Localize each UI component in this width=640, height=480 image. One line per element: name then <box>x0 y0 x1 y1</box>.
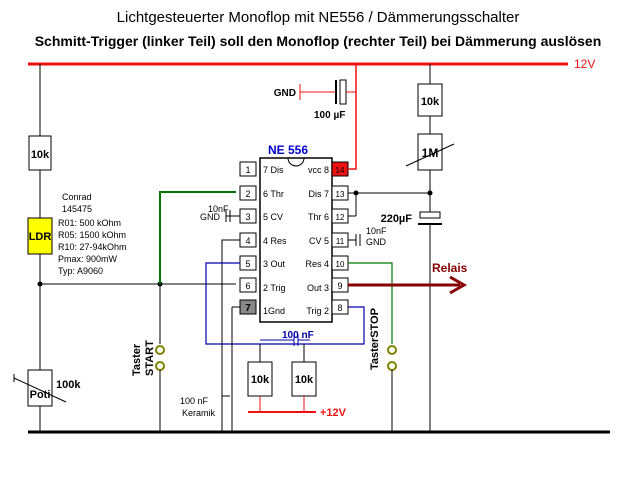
taster-stop-label: TasterSTOP <box>369 308 381 370</box>
cap-10nf-a-label: 10nF <box>208 204 229 214</box>
pin-label-vcc8: vcc 8 <box>308 165 329 175</box>
title: Lichtgesteuerter Monoflop mit NE556 / Dä… <box>117 9 520 26</box>
conrad-line-2: 145475 <box>62 204 92 214</box>
gnd-top-label: GND <box>274 88 296 99</box>
keramik-label-2: Keramik <box>182 408 216 418</box>
pin-label-1gnd: 1Gnd <box>263 306 285 316</box>
poti-value: 100k <box>56 379 81 391</box>
conrad-line-3: R01: 500 kOhm <box>58 218 121 228</box>
pin-label-5cv: 5 CV <box>263 212 283 222</box>
cap-100uf-plate2 <box>339 79 347 105</box>
cap-100nf-label: 100 nF <box>282 330 314 341</box>
gnd-b-label: GND <box>366 237 387 247</box>
pin-label-7dis: 7 Dis <box>263 165 284 175</box>
wire-out-to-trig-blue <box>205 262 365 345</box>
relais-label: Relais <box>432 261 468 275</box>
pin-num-13: 13 <box>336 190 345 199</box>
pins-right <box>331 161 349 315</box>
pin-num-4: 4 <box>245 236 250 246</box>
pins-left <box>239 161 257 315</box>
keramik-label-1: 100 nF <box>180 396 209 406</box>
taster-stop-contact-bottom <box>387 361 397 371</box>
chip-label: NE 556 <box>268 143 308 157</box>
conrad-line-7: Typ: A9060 <box>58 266 103 276</box>
taster-start-label-2: START <box>144 340 156 376</box>
pin-num-7: 7 <box>245 303 251 314</box>
wire-res4 <box>221 239 240 432</box>
cap-100uf-label: 100 µF <box>314 110 345 121</box>
pin-num-6: 6 <box>245 281 250 291</box>
pin-label-dis7: Dis 7 <box>308 189 329 199</box>
cap-220uf-plate1 <box>419 211 441 219</box>
pin-label-4res: 4 Res <box>263 236 287 246</box>
pin-num-8: 8 <box>337 303 342 313</box>
r10k-b1-label: 10k <box>251 374 270 386</box>
pin-label-out3: Out 3 <box>307 283 329 293</box>
resistor-10k-b2 <box>291 361 317 397</box>
rail-label: 12V <box>574 57 595 71</box>
pin-label-cv5: CV 5 <box>309 236 329 246</box>
cap-220uf-label: 220µF <box>381 213 413 225</box>
subtitle: Schmitt-Trigger (linker Teil) soll den M… <box>35 33 602 49</box>
resistor-1m <box>417 133 443 171</box>
conrad-line-1: Conrad <box>62 192 92 202</box>
taster-start-contact-top <box>155 345 165 355</box>
ldr-label: LDR <box>29 231 52 243</box>
pin-num-10: 10 <box>336 260 345 269</box>
plus12-label: +12V <box>320 407 347 419</box>
pin-label-res4: Res 4 <box>305 259 329 269</box>
poti-wiper <box>13 377 67 403</box>
pin-label-thr6: Thr 6 <box>308 212 329 222</box>
pin-label-trig2: Trig 2 <box>306 306 329 316</box>
pin-num-2: 2 <box>245 189 250 199</box>
pin-num-1: 1 <box>245 165 250 175</box>
pin-num-5: 5 <box>245 259 250 269</box>
conrad-line-4: R05: 1500 kOhm <box>58 230 126 240</box>
r10k-left-label: 10k <box>31 149 50 161</box>
pin-num-11: 11 <box>336 237 345 246</box>
wire-thr-green <box>159 191 236 284</box>
taster-start-contact-bottom <box>155 361 165 371</box>
r10k-right-label: 10k <box>421 96 440 108</box>
wire-res-green <box>348 262 393 344</box>
taster-stop-contact-top <box>387 345 397 355</box>
conrad-line-5: R10: 27-94kOhm <box>58 242 127 252</box>
pin-label-3out: 3 Out <box>263 259 286 269</box>
r10k-b2-label: 10k <box>295 374 314 386</box>
taster-start-label: Taster <box>131 343 143 376</box>
pin-label-2trig: 2 Trig <box>263 283 286 293</box>
wire-vcc <box>348 64 357 170</box>
poti-label: Poti <box>30 389 51 401</box>
gnd-a-label: GND <box>200 212 221 222</box>
pin-label-6thr: 6 Thr <box>263 189 284 199</box>
pin-num-9: 9 <box>337 281 342 291</box>
conrad-line-6: Pmax: 900mW <box>58 254 118 264</box>
pin-num-14: 14 <box>336 166 345 175</box>
cap-10nf-b-label: 10nF <box>366 226 387 236</box>
r1m-label: 1M <box>422 146 439 160</box>
resistor-10k-right <box>417 83 443 117</box>
pin-num-12: 12 <box>336 213 345 222</box>
pin-num-3: 3 <box>245 212 250 222</box>
